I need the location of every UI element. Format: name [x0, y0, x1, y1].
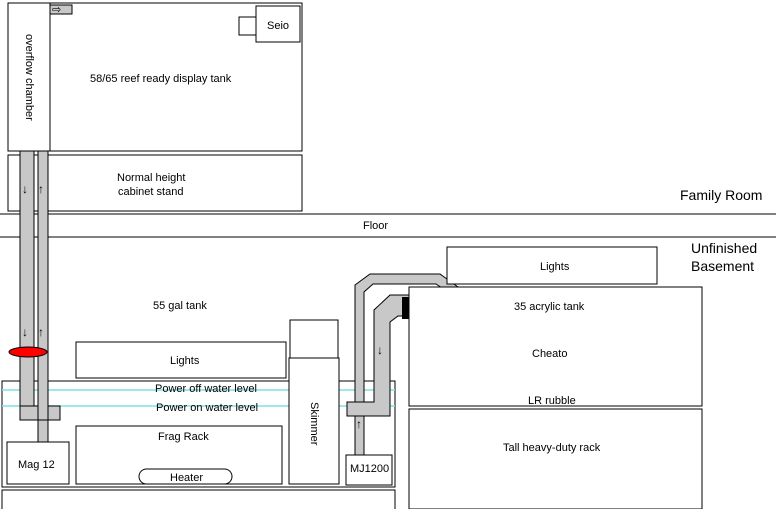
skimmer-label: Skimmer	[308, 402, 320, 446]
return-arrow-up-upper: ↑	[38, 182, 44, 196]
bulkhead-union	[402, 297, 411, 319]
acrylic-tank-35	[408, 286, 703, 407]
family-room-label: Family Room	[680, 187, 762, 203]
sump-lights-label: Lights	[170, 355, 200, 367]
return-pipe-bottom	[37, 419, 49, 445]
lr-rubble-label: LR rubble	[528, 395, 576, 407]
supply-arrow-up: ↑	[356, 417, 362, 431]
mag12-label: Mag 12	[18, 459, 55, 471]
overflow-chamber	[7, 2, 51, 152]
drain-arrow-down-upper: ↓	[22, 182, 28, 196]
seio-intake	[238, 16, 257, 36]
stand-label-line1: Normal height	[117, 172, 185, 184]
tank-35-label: 35 acrylic tank	[514, 301, 585, 313]
return-arrow-right: ⇨	[52, 4, 61, 16]
ball-valve	[8, 346, 48, 358]
refugium-lights	[446, 246, 658, 285]
heater	[138, 468, 233, 485]
rack-label: Tall heavy-duty rack	[503, 442, 601, 454]
overflow-chamber-label: overflow chamber	[23, 34, 35, 121]
skimmer-cup	[289, 319, 339, 359]
mag12-pump	[6, 441, 70, 485]
overflow-return-fitting	[49, 4, 73, 15]
frag-rack-label: Frag Rack	[158, 431, 209, 443]
basement-label-line1: Unfinished	[691, 240, 757, 256]
sump-lights	[75, 341, 287, 379]
drain-arrow-down-lower: ↓	[22, 325, 28, 339]
stand-label-line2: cabinet stand	[118, 186, 183, 198]
heavy-duty-rack	[408, 408, 703, 509]
cheato-label: Cheato	[532, 348, 567, 360]
seio-label: Seio	[267, 20, 289, 32]
power-on-label: Power on water level	[156, 402, 258, 414]
drain-arrow-down-refugium: ↓	[377, 343, 383, 357]
skimmer-body	[288, 357, 340, 485]
heater-label: Heater	[170, 472, 203, 484]
display-tank-label: 58/65 reef ready display tank	[90, 73, 232, 85]
mj1200-pump	[345, 454, 393, 486]
refugium-lights-label: Lights	[540, 261, 570, 273]
tank-55-label: 55 gal tank	[153, 300, 207, 312]
mj1200-label: MJ1200	[350, 463, 389, 475]
power-off-label: Power off water level	[155, 383, 257, 395]
return-arrow-up-lower: ↑	[38, 325, 44, 339]
floor-label: Floor	[363, 220, 388, 232]
sump-stand	[1, 489, 396, 509]
basement-label-line2: Basement	[691, 258, 754, 274]
cabinet-stand	[7, 154, 303, 212]
